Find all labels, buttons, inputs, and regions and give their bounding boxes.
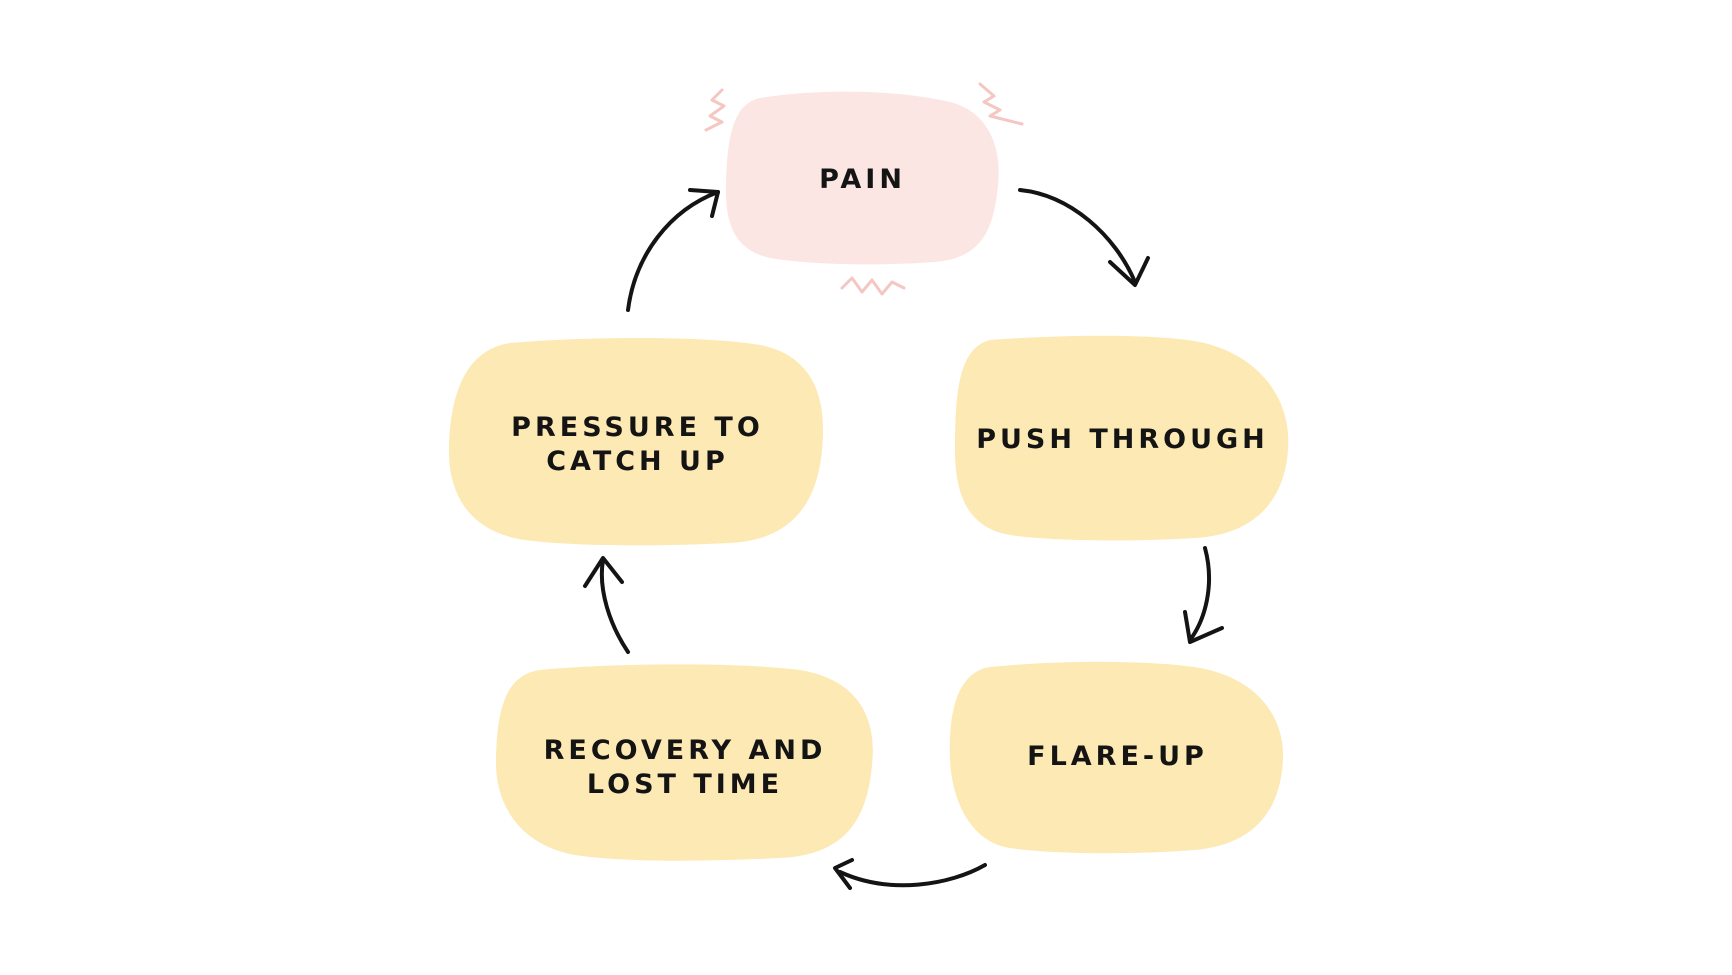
arrow-recovery-to-pressure (599, 558, 630, 654)
arrow-pain-to-push-through (1018, 188, 1137, 284)
arrow-pressure-to-pain (626, 190, 720, 312)
pain-squiggle-left (704, 88, 726, 132)
node-push-through-shape (955, 335, 1289, 541)
arrow-flare-up-to-recovery (838, 863, 987, 888)
node-pain-label: PAIN (819, 164, 906, 195)
node-recovery-shape (495, 664, 873, 861)
arrow-push-through-to-flare-up (1188, 546, 1212, 642)
arrow-recovery-to-pressure-head (583, 556, 624, 588)
node-pressure-label: PRESSURE TO CATCH UP (511, 412, 764, 477)
arrow-push-through-to-flare-up-head (1183, 610, 1224, 644)
node-flare-up-label: FLARE-UP (1027, 741, 1208, 772)
node-pain-shape (725, 91, 999, 265)
node-flare-up-shape (949, 661, 1284, 854)
node-push-through-label: PUSH THROUGH (976, 424, 1269, 455)
node-recovery-label: RECOVERY AND LOST TIME (543, 735, 827, 800)
arrow-flare-up-to-recovery-head (833, 858, 854, 890)
pain-squiggle-bottom (840, 276, 906, 296)
arrow-pain-to-push-through-head (1108, 256, 1150, 287)
pain-squiggle-right (978, 82, 1024, 126)
arrow-pressure-to-pain-head (688, 188, 720, 218)
node-pressure-shape (448, 338, 824, 546)
